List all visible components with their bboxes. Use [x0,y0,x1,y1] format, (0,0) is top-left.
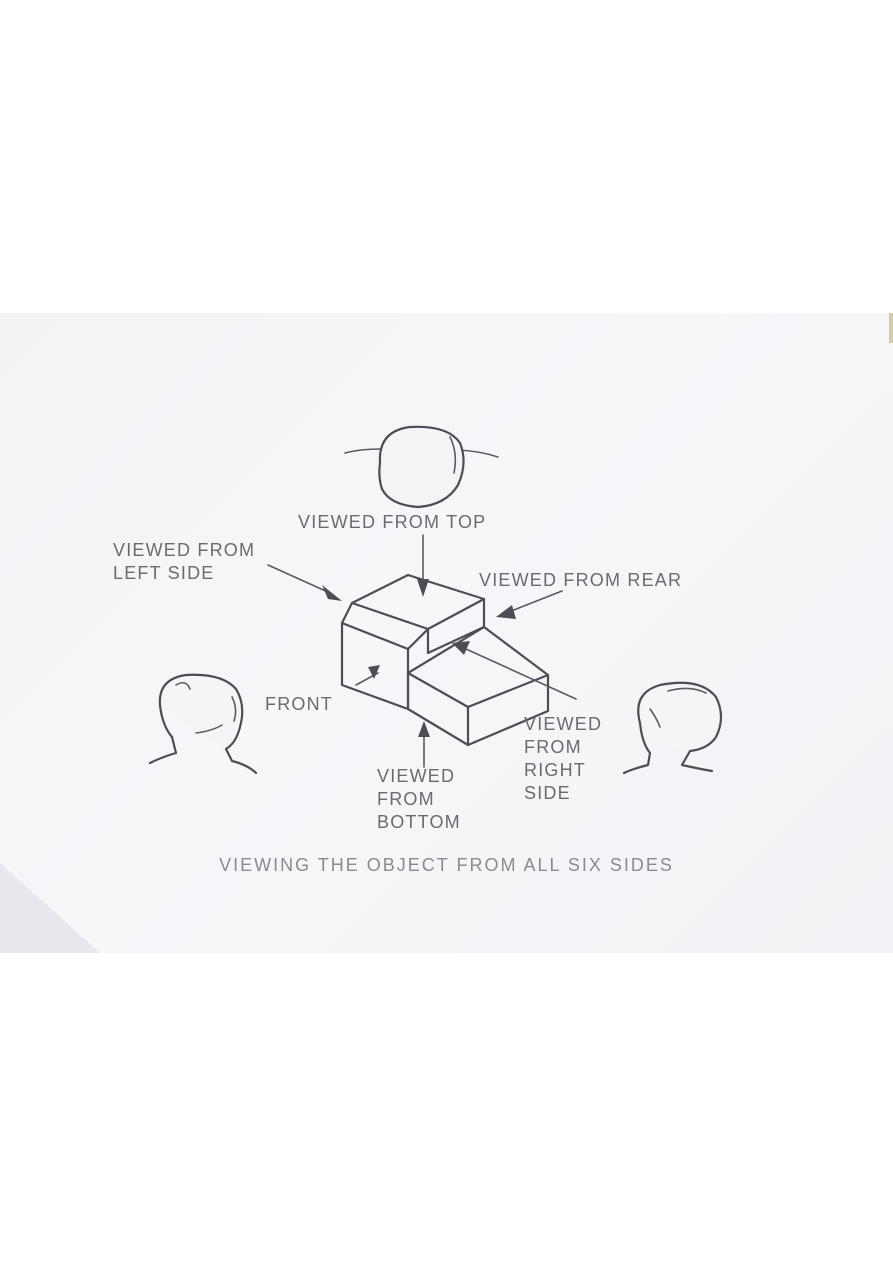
arrow-top [417,534,429,597]
isometric-object [340,573,550,747]
arrow-front [355,665,380,686]
page-edge [889,313,893,343]
arrow-rear [496,590,563,619]
isometric-object-drawing [148,425,723,775]
arrow-right [452,641,577,700]
right-head-icon [622,681,723,775]
page-corner-shadow [0,863,100,953]
label-viewed-from-rear: VIEWED FROM REAR [479,570,683,590]
label-viewed-from-left-side: VIEWED FROM LEFT SIDE [113,540,256,583]
photographed-figure: VIEWED FROM TOP VIEWED FROM LEFT SIDE VI… [0,313,893,953]
top-head-icon [344,425,499,509]
label-viewed-from-bottom: VIEWED FROM BOTTOM [377,766,461,832]
figure-caption: VIEWING THE OBJECT FROM ALL SIX SIDES [219,855,674,875]
left-head-icon [148,673,258,775]
label-viewed-from-right-side: VIEWED FROM RIGHT SIDE [524,714,603,803]
arrow-bottom [418,721,430,768]
label-viewed-from-top: VIEWED FROM TOP [298,512,487,532]
arrow-left [267,564,342,601]
label-front: FRONT [265,694,333,714]
